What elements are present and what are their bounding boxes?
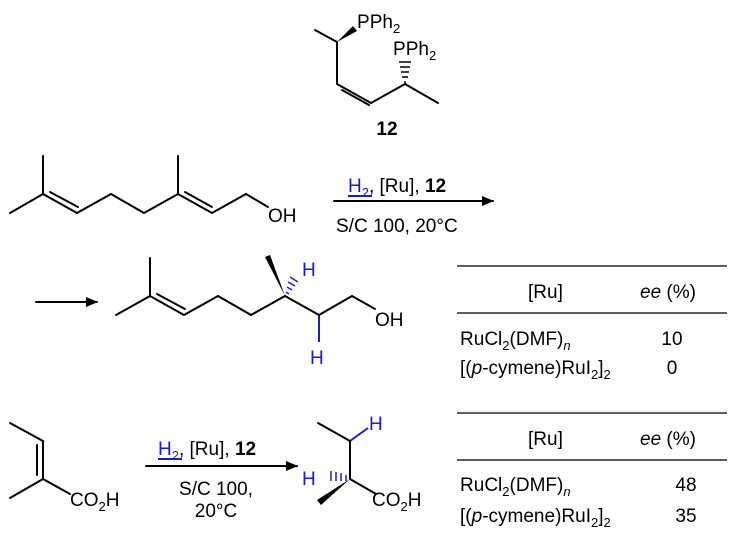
table1-header-ee: ee (%): [640, 282, 696, 303]
table1-row2-catalyst: [(p-cymene)RuI2​]2​: [460, 358, 611, 382]
methyl-wedge: [265, 255, 285, 296]
table1-row2-ee: 0: [667, 358, 678, 379]
h-label-top: H: [302, 260, 316, 281]
table1-row1-ee: 10: [661, 329, 682, 350]
h2-reagent: H2​: [348, 176, 369, 200]
table2-header-ru: [Ru]: [528, 429, 563, 450]
h-hash-bond-2: [330, 471, 347, 481]
co2h-label-product: CO2​H: [372, 490, 421, 514]
table2-header-ee: ee (%): [640, 429, 696, 450]
h-label-product2-left: H: [302, 469, 316, 490]
table2-row1-ee: 48: [675, 475, 696, 496]
table2-row1-catalyst: RuCl2​(DMF)n: [460, 475, 571, 499]
conditions-1: S/C 100, 20°C: [336, 216, 458, 237]
methyl-wedge-2: [317, 479, 350, 505]
citronellol-structure: [115, 255, 376, 342]
h-label-product2-top: H: [369, 414, 383, 435]
methylbutanoic-acid-structure: [317, 422, 377, 505]
tiglic-acid-structure: [9, 422, 71, 499]
wedge-bond: [337, 26, 357, 42]
reagents-2: H2​, [Ru], 12: [158, 439, 256, 463]
h-hash-bond: [285, 276, 299, 295]
hash-bond: [399, 61, 411, 83]
pph2-label-bottom: PPh2​: [393, 39, 436, 63]
ligand-structure: [314, 26, 439, 106]
oh-label-product: OH: [375, 310, 404, 331]
table1-row1-catalyst: RuCl2​(DMF)n: [460, 329, 571, 353]
reagents-1: H2​, [Ru], 12: [348, 176, 446, 200]
table1-header-ru: [Ru]: [528, 282, 563, 303]
h2-reagent-2: H2​: [158, 439, 179, 463]
h-label-bottom: H: [310, 348, 324, 369]
oh-label-substrate: OH: [268, 206, 297, 227]
co2h-label-substrate: CO2​H: [70, 490, 119, 514]
conditions-2-line1: S/C 100,: [179, 479, 253, 500]
pph2-label-top: PPh2​: [357, 12, 400, 36]
table2-row2-catalyst: [(p-cymene)RuI2​]2​: [460, 506, 611, 530]
table-2: [Ru] ee (%) RuCl2​(DMF)n 48 [(p-cymene)R…: [457, 412, 727, 530]
table2-row2-ee: 35: [675, 506, 696, 527]
compound-number-12: 12: [376, 119, 397, 140]
conditions-2-line2: 20°C: [195, 501, 237, 522]
table-1: [Ru] ee (%) RuCl2​(DMF)n 10 [(p-cymene)R…: [457, 265, 727, 382]
geraniol-structure: [9, 155, 269, 214]
